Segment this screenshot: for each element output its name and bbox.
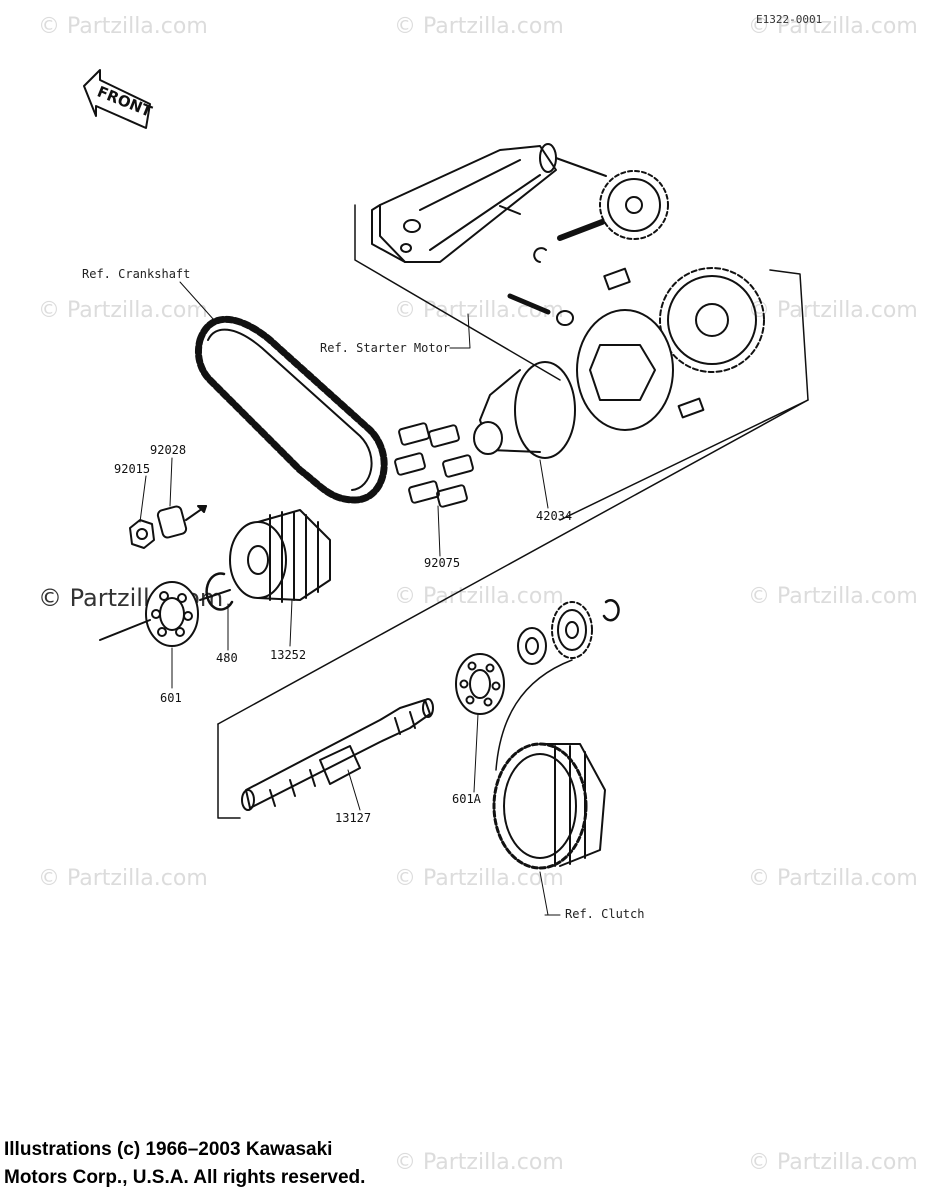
copyright-line-2: Motors Corp., U.S.A. All rights reserved… — [4, 1167, 366, 1188]
one-way-clutch — [576, 309, 705, 431]
part-number-601a[interactable]: 601A — [452, 792, 481, 806]
part-number-13252[interactable]: 13252 — [270, 648, 307, 662]
watermark: © Partzilla.com — [38, 298, 208, 323]
starter-idle-gear-13252 — [229, 509, 331, 603]
part-number-42034[interactable]: 42034 — [536, 509, 573, 523]
watermark: © Partzilla.com — [748, 584, 918, 609]
copyright-line-1: Illustrations (c) 1966–2003 Kawasaki — [4, 1139, 333, 1160]
bearing-601a — [455, 653, 505, 715]
part-number-92028[interactable]: 92028 — [150, 443, 187, 457]
nut — [129, 519, 155, 549]
watermark: © Partzilla.com — [394, 584, 564, 609]
ref-starter-motor-label: Ref. Starter Motor — [320, 341, 451, 355]
watermark: © Partzilla.com — [748, 1150, 918, 1175]
clutch-housing — [492, 742, 606, 870]
part-number-601[interactable]: 601 — [160, 691, 182, 705]
watermark: © Partzilla.com — [748, 866, 918, 891]
watermark: © Partzilla.com — [748, 14, 918, 39]
starter-motor — [371, 143, 557, 263]
copyright-notice: Illustrations (c) 1966–2003 Kawasaki Mot… — [4, 1136, 365, 1192]
part-number-92015[interactable]: 92015 — [114, 462, 151, 476]
watermark: © Partzilla.com — [748, 298, 918, 323]
starter-chain — [194, 315, 388, 504]
watermark: © Partzilla.com — [394, 1150, 564, 1175]
watermark: © Partzilla.com — [394, 14, 564, 39]
watermark: © Partzilla.com — [38, 14, 208, 39]
part-number-13127[interactable]: 13127 — [335, 811, 372, 825]
starter-idle-gear — [555, 157, 669, 240]
front-arrow-icon: FRONT — [83, 69, 155, 129]
watermark: © Partzilla.com — [38, 866, 208, 891]
diagram-code: E1322-0001 — [756, 13, 823, 26]
part-number-480[interactable]: 480 — [216, 651, 238, 665]
watermark: © Partzilla.com — [394, 866, 564, 891]
starter-clutch-gear — [659, 267, 765, 373]
rollers — [394, 422, 474, 508]
watermark: © Partzilla.com — [394, 298, 564, 323]
starter-clutch-hub — [473, 361, 576, 459]
ref-clutch-label: Ref. Clutch — [565, 907, 645, 921]
collar — [156, 505, 188, 539]
ref-crankshaft-label: Ref. Crankshaft — [82, 267, 191, 281]
part-number-92075[interactable]: 92075 — [424, 556, 461, 570]
output-gear — [551, 601, 593, 659]
bearing — [145, 581, 199, 647]
output-shaft — [241, 698, 434, 811]
